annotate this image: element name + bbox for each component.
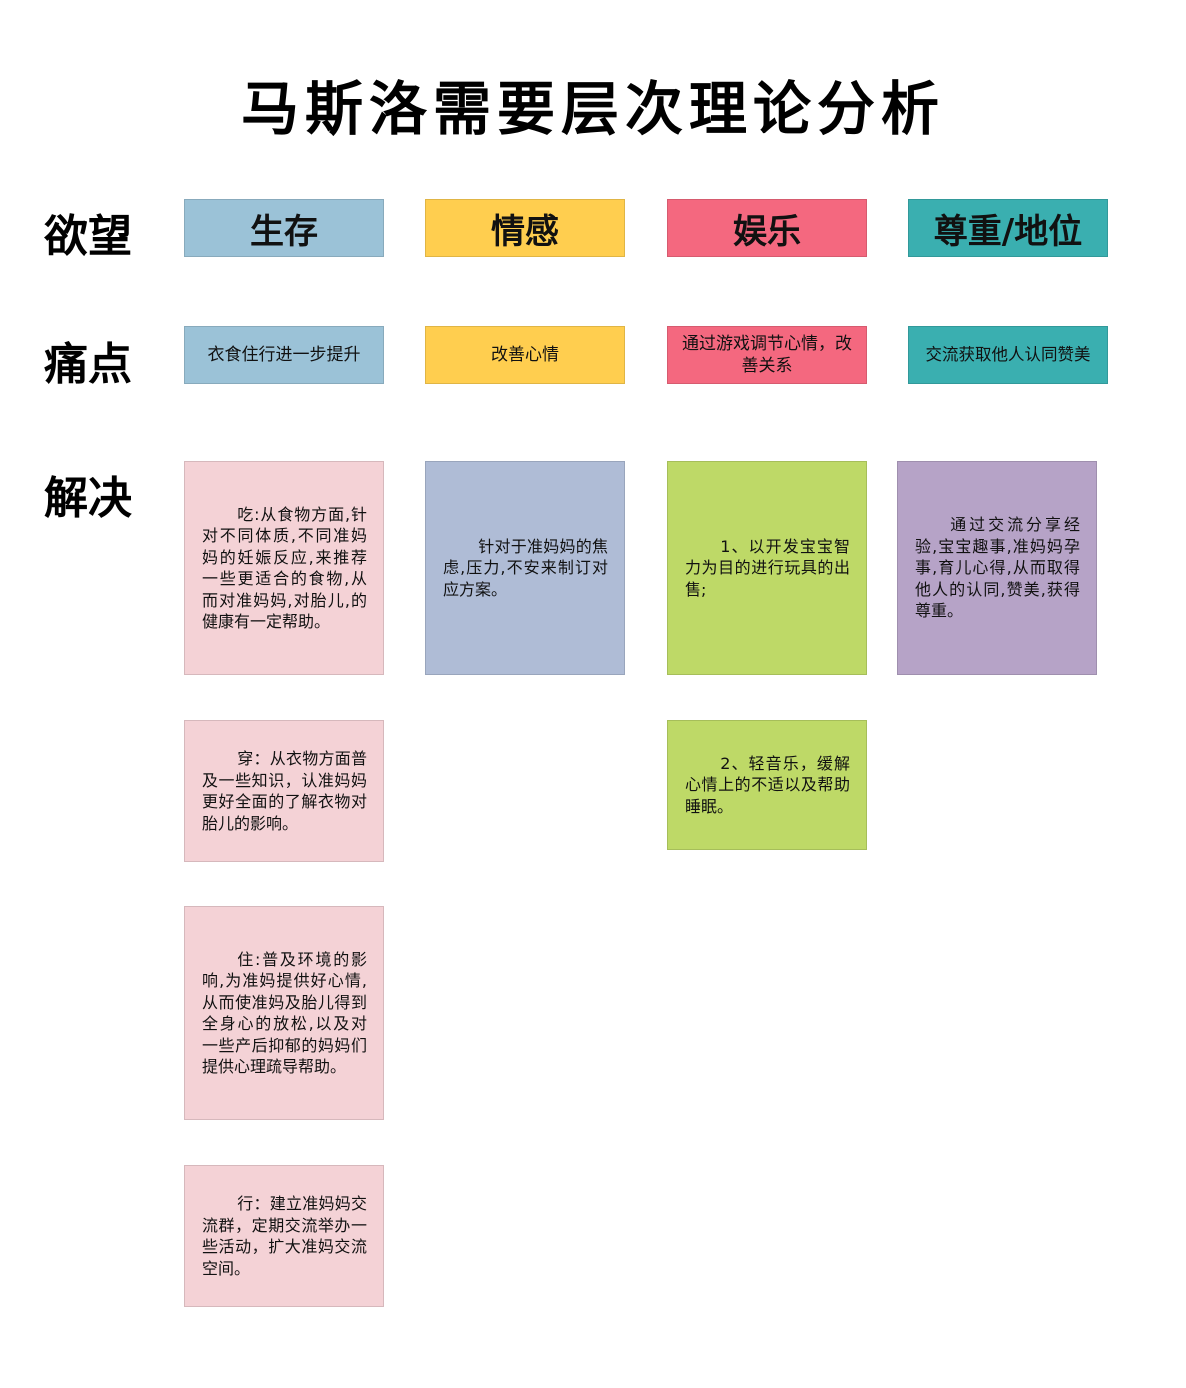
solution-survival-clothing: 穿：从衣物方面普及一些知识，认准妈妈更好全面的了解衣物对胎儿的影响。: [184, 720, 384, 862]
pain-respect: 交流获取他人认同赞美: [908, 326, 1108, 384]
pain-survival-text: 衣食住行进一步提升: [207, 345, 361, 365]
page-title: 马斯洛需要层次理论分析: [240, 75, 945, 143]
pain-survival: 衣食住行进一步提升: [184, 326, 384, 384]
solution-entertainment-toys: 1、以开发宝宝智力为目的进行玩具的出售;: [667, 461, 867, 675]
solution-survival-clothing-text: 穿：从衣物方面普及一些知识，认准妈妈更好全面的了解衣物对胎儿的影响。: [202, 749, 367, 833]
pain-emotion: 改善心情: [425, 326, 625, 384]
desire-emotion-label: 情感: [491, 211, 559, 252]
solution-survival-food: 吃:从食物方面,针对不同体质,不同准妈妈的妊娠反应,来推荐一些更适合的食物,从而…: [184, 461, 384, 675]
solution-entertainment-music-text: 2、轻音乐，缓解心情上的不适以及帮助睡眠。: [685, 753, 850, 816]
row-label-pain: 痛点: [44, 339, 132, 390]
desire-emotion: 情感: [425, 199, 625, 257]
solution-entertainment-toys-text: 1、以开发宝宝智力为目的进行玩具的出售;: [685, 536, 850, 599]
solution-respect: 通过交流分享经验,宝宝趣事,准妈妈孕事,育儿心得,从而取得他人的认同,赞美,获得…: [897, 461, 1097, 675]
pain-respect-text: 交流获取他人认同赞美: [925, 345, 1091, 364]
desire-respect-label: 尊重/地位: [933, 211, 1083, 252]
pain-entertainment-text: 通过游戏调节心情，改善关系: [682, 334, 852, 376]
desire-respect: 尊重/地位: [908, 199, 1108, 257]
desire-entertainment-label: 娱乐: [733, 211, 801, 252]
solution-entertainment-music: 2、轻音乐，缓解心情上的不适以及帮助睡眠。: [667, 720, 867, 850]
solution-survival-housing: 住:普及环境的影响,为准妈提供好心情,从而使准妈及胎儿得到全身心的放松,以及对一…: [184, 906, 384, 1120]
desire-entertainment: 娱乐: [667, 199, 867, 257]
solution-emotion-text: 针对于准妈妈的焦虑,压力,不安来制订对应方案。: [443, 536, 608, 599]
solution-emotion: 针对于准妈妈的焦虑,压力,不安来制订对应方案。: [425, 461, 625, 675]
solution-survival-food-text: 吃:从食物方面,针对不同体质,不同准妈妈的妊娠反应,来推荐一些更适合的食物,从而…: [202, 504, 367, 632]
solution-survival-travel: 行：建立准妈妈交流群，定期交流举办一些活动，扩大准妈交流空间。: [184, 1165, 384, 1307]
solution-survival-travel-text: 行：建立准妈妈交流群，定期交流举办一些活动，扩大准妈交流空间。: [202, 1194, 367, 1278]
solution-survival-housing-text: 住:普及环境的影响,为准妈提供好心情,从而使准妈及胎儿得到全身心的放松,以及对一…: [202, 949, 367, 1077]
desire-survival: 生存: [184, 199, 384, 257]
pain-entertainment: 通过游戏调节心情，改善关系: [667, 326, 867, 384]
row-label-solution: 解决: [44, 473, 132, 524]
row-label-desire: 欲望: [44, 211, 132, 262]
desire-survival-label: 生存: [250, 211, 318, 252]
pain-emotion-text: 改善心情: [491, 345, 559, 365]
solution-respect-text: 通过交流分享经验,宝宝趣事,准妈妈孕事,育儿心得,从而取得他人的认同,赞美,获得…: [915, 515, 1080, 621]
